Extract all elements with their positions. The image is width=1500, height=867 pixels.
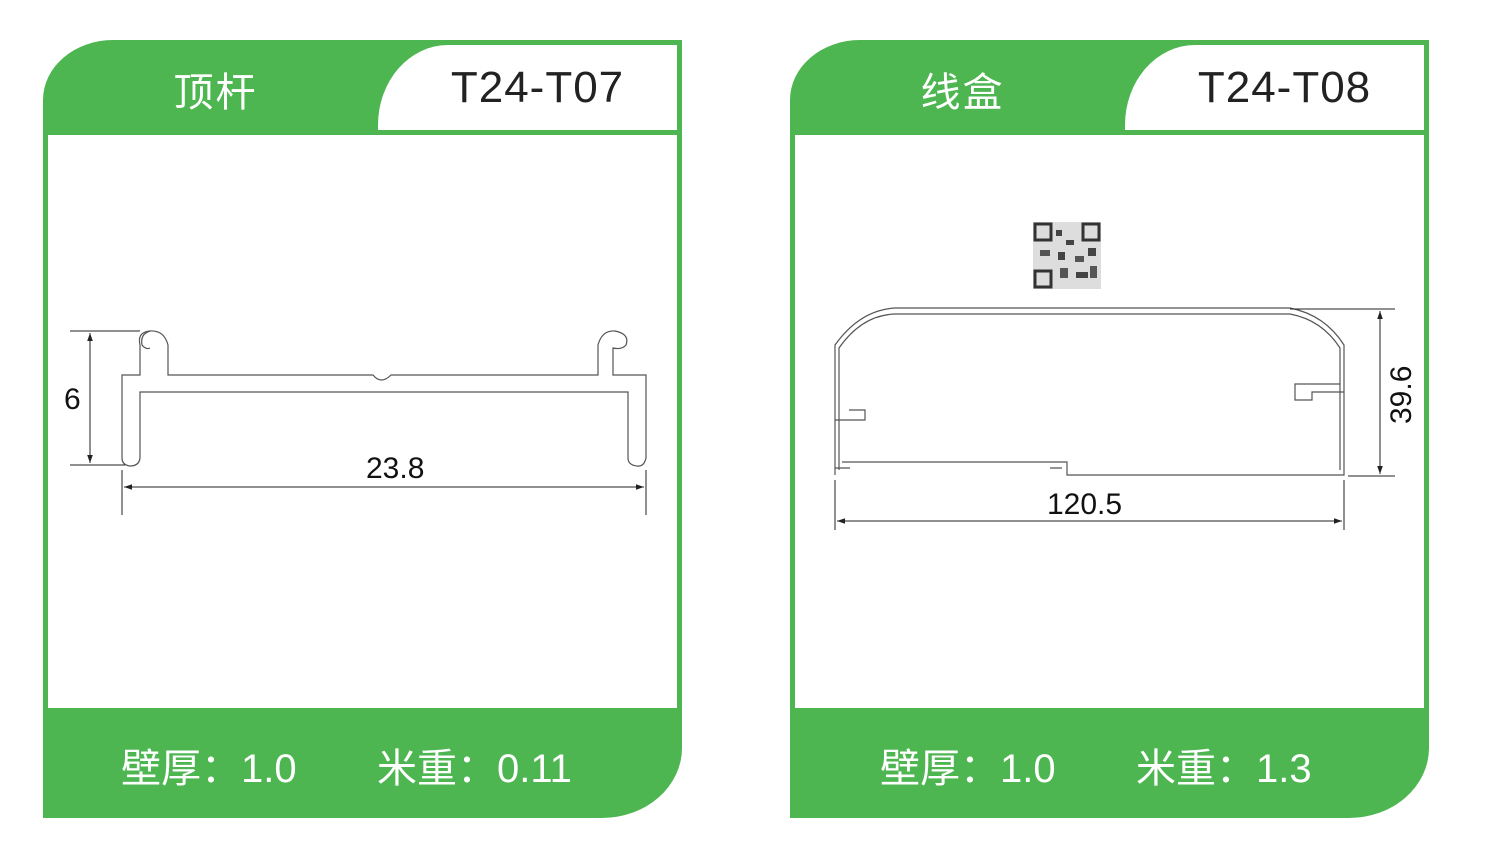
wall-thickness-value: 1.0 xyxy=(1000,747,1056,791)
weight-label: 米重： xyxy=(377,747,497,791)
drawing-area xyxy=(790,135,1429,708)
spec-wall-thickness: 壁厚：1.0 xyxy=(121,736,297,794)
card-footer: 壁厚：1.0 米重：1.3 xyxy=(790,708,1429,818)
product-code: T24-T07 xyxy=(450,63,625,112)
product-name: 线盒 xyxy=(920,70,1005,116)
weight-value: 1.3 xyxy=(1256,747,1312,791)
wall-thickness-label: 壁厚： xyxy=(121,747,241,791)
profile-drawing-t24-t07 xyxy=(121,330,647,467)
dimension-height: 39.6 xyxy=(1385,366,1418,424)
card-footer: 壁厚：1.0 米重：0.11 xyxy=(43,708,682,818)
spec-weight: 米重：1.3 xyxy=(1136,736,1312,794)
card-header: 顶杆 T24-T07 xyxy=(43,40,682,136)
code-tab: T24-T07 xyxy=(378,45,677,130)
weight-label: 米重： xyxy=(1136,747,1256,791)
card-header: 线盒 T24-T08 xyxy=(790,40,1429,136)
product-name: 顶杆 xyxy=(173,70,258,116)
spec-weight: 米重：0.11 xyxy=(377,736,572,794)
product-card-t24-t07: 顶杆 T24-T07 壁厚：1.0 米重：0.11 xyxy=(43,40,682,818)
weight-value: 0.11 xyxy=(497,747,572,791)
dimension-height: 6 xyxy=(64,383,81,416)
qr-code-icon xyxy=(1033,222,1101,289)
code-tab: T24-T08 xyxy=(1125,45,1424,130)
dimension-lines xyxy=(834,308,1395,530)
wall-thickness-label: 壁厚： xyxy=(880,747,1000,791)
wall-thickness-value: 1.0 xyxy=(241,747,297,791)
product-code: T24-T08 xyxy=(1197,63,1372,112)
dimension-lines xyxy=(70,330,647,515)
drawing-area xyxy=(43,135,682,708)
dimension-width: 23.8 xyxy=(366,452,424,485)
dimension-width: 120.5 xyxy=(1047,488,1122,521)
spec-wall-thickness: 壁厚：1.0 xyxy=(880,736,1056,794)
product-card-t24-t08: 线盒 T24-T08 壁厚：1.0 米重：1.3 xyxy=(790,40,1429,818)
profile-drawing-t24-t08 xyxy=(834,307,1345,476)
